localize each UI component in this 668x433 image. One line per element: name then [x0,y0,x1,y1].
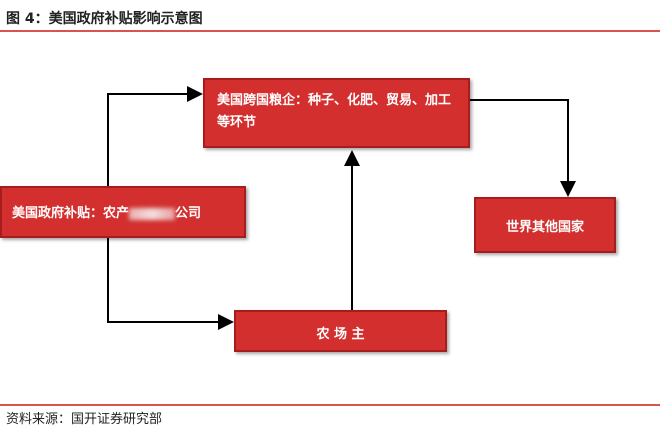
arrow-subsidy-to-farm [107,238,234,330]
subsidy-label-suffix: 公司 [175,206,202,221]
figure-title: 图 4：美国政府补贴影响示意图 [6,11,203,27]
subsidy-label: 美国政府补贴：农产 [12,206,130,221]
redacted-text [129,207,176,220]
source-note: 资料来源：国开证券研究部 [6,412,163,427]
arrow-subsidy-to-grain [107,86,203,186]
world-box: 世界其他国家 [474,197,616,253]
farm-box: 农 场 主 [234,310,447,352]
bottom-divider [0,404,660,406]
top-divider [0,30,660,32]
world-label: 世界其他国家 [505,220,584,235]
subsidy-box: 美国政府补贴：农产 公司 [0,186,246,238]
grain-companies-box: 美国跨国粮企：种子、化肥、贸易、加工等环节 [203,78,470,148]
farm-label: 农 场 主 [316,327,365,342]
grain-companies-label: 美国跨国粮企：种子、化肥、贸易、加工等环节 [217,93,452,130]
arrow-grain-to-world [470,99,576,197]
